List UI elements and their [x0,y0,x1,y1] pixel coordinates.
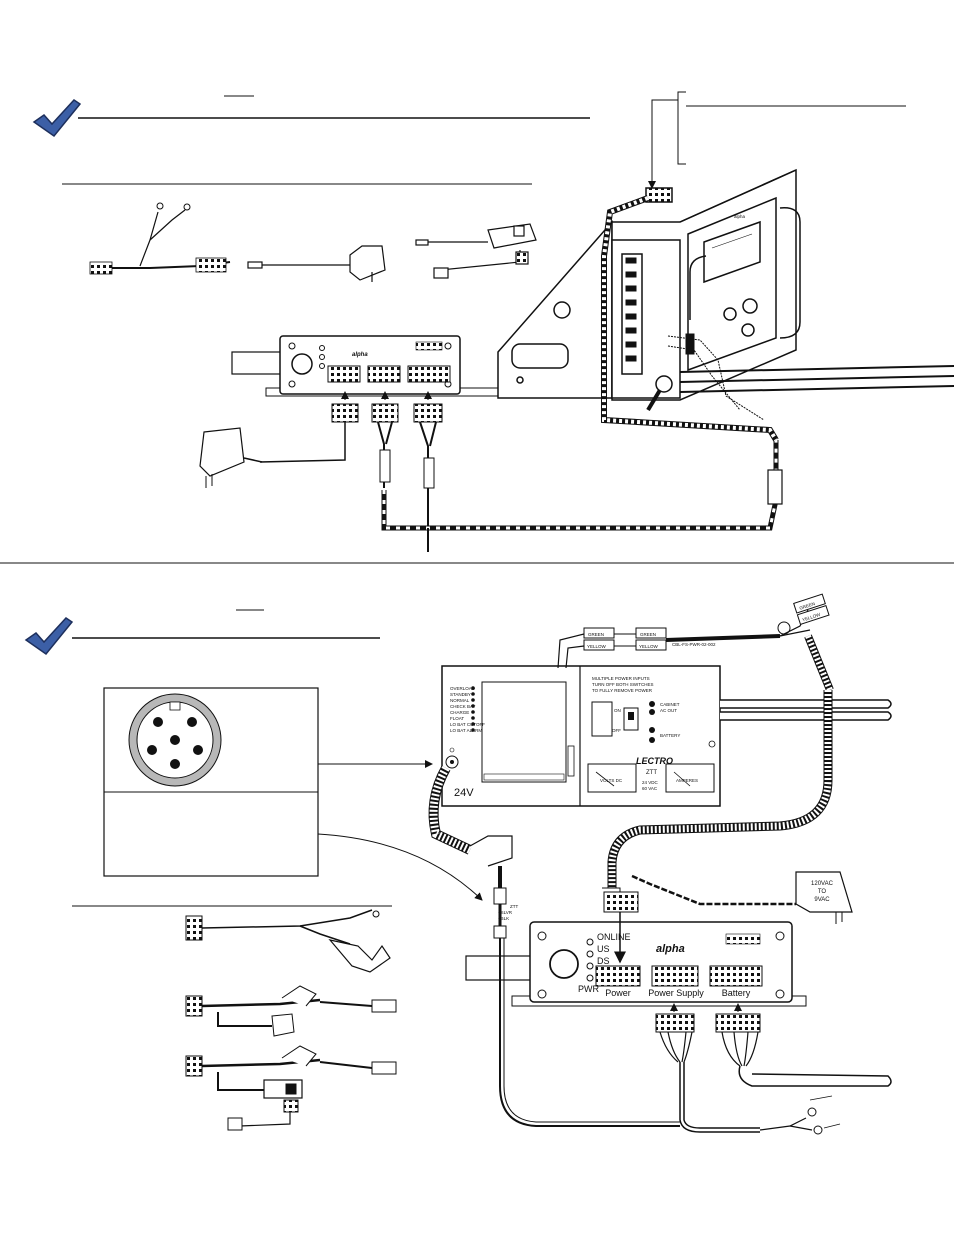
ztt-silver-label: +SLVR [498,910,513,915]
tag-yellow-2: YELLOW [639,644,659,649]
connector-pinout-box [103,687,483,901]
amperes-meter [665,763,715,793]
ac-power-brick [415,223,537,279]
port-power-label: Power [605,988,631,998]
green-yellow-cable: GREEN YELLOW GREEN YELLOW CBL-FS-PWR-02-… [557,593,834,692]
alpha-logo-2: alpha [656,943,685,955]
indicator-charge: CHARGE [450,710,469,715]
switch-on-label: ON [614,708,621,713]
port-power-supply-label: Power Supply [648,988,704,998]
tag-yellow-3: YELLOW [801,612,821,623]
battery-label: BATTERY [660,733,680,738]
indicator-lo-bat-cutoff: LO BAT CUTOFF [450,722,485,727]
indicator-list: OVERLOAD STANDBY NORMAL CHECK BAT CHARGE… [450,686,485,733]
indicator-standby: STANDBY [450,692,471,697]
section-2: OVERLOAD STANDBY NORMAL CHECK BAT CHARGE… [24,593,892,1135]
volts-meter [587,763,637,793]
panel-notice-line-2: TURN OFF BOTH SWITCHES [592,682,654,687]
switch-off-label: OFF [612,728,621,733]
led-pwr-label: PWR [578,984,599,994]
box-2-harness [499,938,892,1135]
panel-model: ZTT [646,770,657,776]
cable-part-number: CBL-FS-PWR-02-002 [672,642,716,647]
adapter-label-9vac: 9VAC [814,897,830,903]
callout-bracket [648,91,906,189]
indicator-overload: OVERLOAD [450,686,476,691]
equipment-cabinet: alpha [497,168,801,412]
section-1: alpha [0,91,954,564]
indicator-check-bat: CHECK BAT [450,704,476,709]
panel-rating-ac: 60 VAC [642,786,658,791]
ztt-cable: ZTT +SLVR +BLK [428,765,518,939]
ac-adapter-9vac: 120VAC TO 9VAC [602,871,853,924]
cabinet-label: CABINET [660,702,680,707]
tag-green-2: GREEN [640,632,656,637]
panel-rating-dc: 24 VDC [642,780,659,785]
checkmark-icon-2 [24,617,74,656]
alpha-logo-1: alpha [352,352,368,358]
adapter-label-to: TO [818,889,827,895]
tag-yellow-1: YELLOW [587,644,607,649]
adapter-label-120vac: 120VAC [811,881,834,887]
led-us-label: US [597,944,610,954]
ztt-label: ZTT [510,904,518,909]
controller-box-1: alpha [231,335,499,397]
meter-volts-label: VOLTS DC [600,778,623,783]
checkmark-icon-1 [32,99,82,138]
tag-green-1: GREEN [588,632,604,637]
panel-voltage-label: 24V [454,787,474,799]
led-online-label: ONLINE [597,932,631,942]
svg-text:alpha: alpha [734,214,746,219]
meter-amps-label: AMPERES [676,778,698,783]
y-harness-cable [89,202,231,275]
lectro-brand: LECTRO [636,756,673,766]
ac-out-label: AC OUT [660,708,677,713]
indicator-lo-bat-alarm: LO BAT ALARM [450,728,482,733]
panel-notice-line-3: TO FULLY REMOVE POWER [592,688,653,693]
panel-notice-line-1: MULTIPLE POWER INPUTS [592,676,650,681]
power-port-plug [603,891,639,964]
panel-right-cables [607,690,892,888]
port-battery-label: Battery [722,988,751,998]
indicator-float: FLOAT [450,716,464,721]
ztt-black-label: +BLK [498,916,509,921]
led-ds-label: DS [597,956,610,966]
controller-box-2: ONLINE US DS PWR alpha Power Power Suppl… [465,921,807,1007]
box-1-harness [199,391,783,552]
indicator-normal: NORMAL [450,698,470,703]
parts-list-2 [185,909,397,1131]
cabinet-cables [601,195,954,442]
power-panel: OVERLOAD STANDBY NORMAL CHECK BAT CHARGE… [441,665,721,807]
wall-adapter-cable [247,245,386,282]
tag-green-3: GREEN [799,601,816,611]
